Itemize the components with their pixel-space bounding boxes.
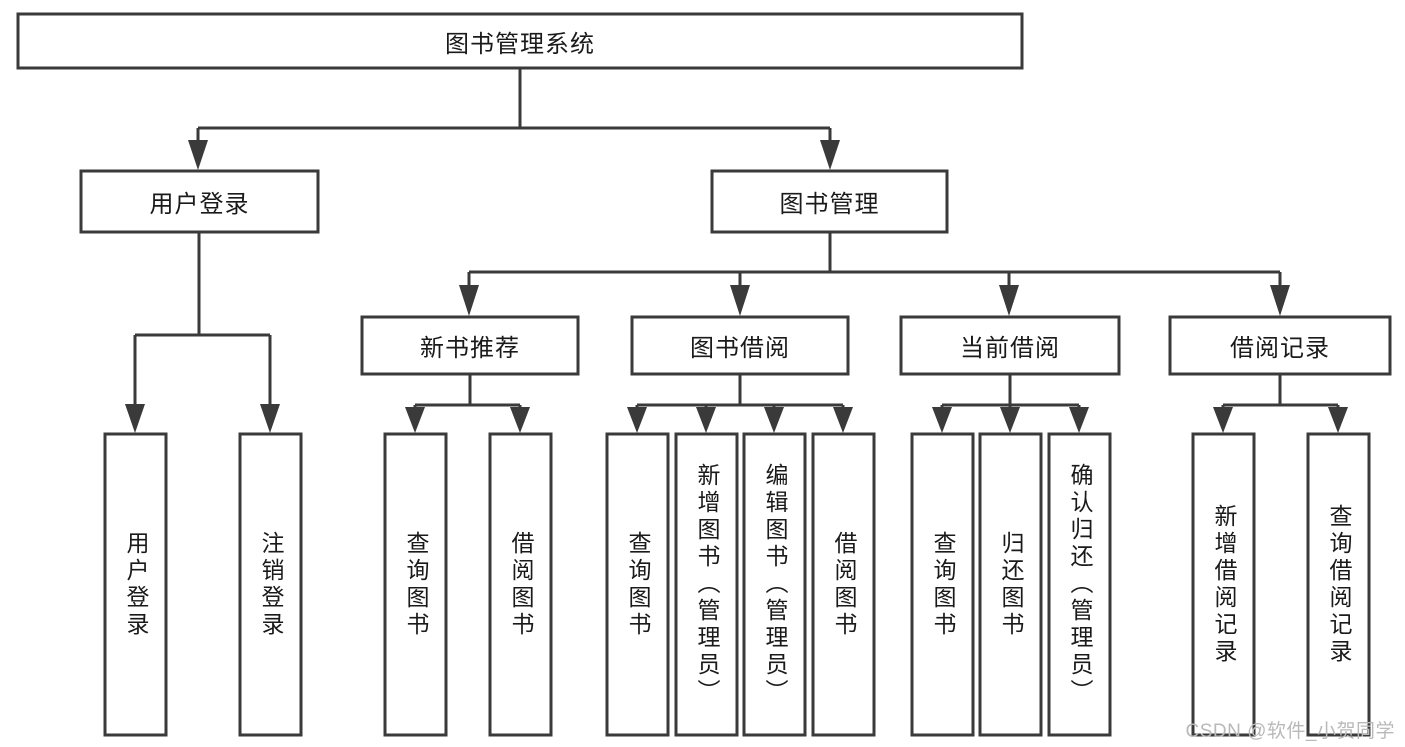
- leaf-box-book-borrow-1[interactable]: [674, 432, 739, 737]
- leaf-box-borrow-records-0[interactable]: [1191, 432, 1256, 737]
- leaf-box-current-borrow-2[interactable]: [1047, 432, 1112, 737]
- node-root-book-management-system[interactable]: [16, 12, 1024, 70]
- connector-newbook-to-leaves: [405, 374, 530, 433]
- leaf-box-new-book-1[interactable]: [488, 432, 553, 737]
- node-user-login[interactable]: [79, 169, 320, 234]
- node-new-book-recommend[interactable]: [360, 315, 580, 376]
- node-current-borrow[interactable]: [899, 315, 1121, 376]
- arrow-head-icon: [696, 407, 716, 433]
- arrow-head-icon: [1069, 407, 1089, 433]
- connector-bookmgmt-to-level3: [459, 232, 1290, 316]
- leaf-box-current-borrow-0[interactable]: [910, 432, 975, 737]
- node-book-management[interactable]: [710, 169, 949, 234]
- leaf-box-borrow-records-1[interactable]: [1306, 432, 1371, 737]
- arrow-head-icon: [1000, 407, 1020, 433]
- arrow-head-icon: [260, 404, 280, 433]
- arrow-head-icon: [820, 140, 840, 170]
- arrow-head-icon: [833, 407, 853, 433]
- connector-userlogin-to-leaves: [125, 232, 280, 433]
- connector-borrowrecords-to-leaves: [1213, 374, 1348, 433]
- arrow-head-icon: [730, 285, 750, 316]
- leaf-box-current-borrow-1[interactable]: [978, 432, 1043, 737]
- connector-currentborrow-to-leaves: [932, 374, 1089, 433]
- arrow-head-icon: [1270, 285, 1290, 316]
- connector-bookborrow-to-leaves: [627, 374, 853, 433]
- leaf-box-user-login-1[interactable]: [238, 432, 303, 737]
- leaf-box-user-login-0[interactable]: [103, 432, 168, 737]
- connector-root-to-level2: [188, 68, 840, 170]
- node-borrow-records[interactable]: [1168, 315, 1392, 376]
- leaf-box-book-borrow-2[interactable]: [742, 432, 807, 737]
- arrow-head-icon: [764, 407, 784, 433]
- arrow-head-icon: [510, 407, 530, 433]
- arrow-head-icon: [627, 407, 647, 433]
- leaf-box-book-borrow-3[interactable]: [811, 432, 876, 737]
- arrow-head-icon: [1213, 407, 1233, 433]
- leaf-box-book-borrow-0[interactable]: [605, 432, 670, 737]
- arrow-head-icon: [188, 140, 208, 170]
- node-book-borrow[interactable]: [630, 315, 850, 376]
- leaf-box-new-book-0[interactable]: [383, 432, 448, 737]
- watermark: CSDN @软件_小贺同学: [1185, 721, 1395, 742]
- arrow-head-icon: [999, 285, 1019, 316]
- arrow-head-icon: [932, 407, 952, 433]
- arrow-head-icon: [405, 407, 425, 433]
- arrow-head-icon: [459, 285, 479, 316]
- arrow-head-icon: [125, 404, 145, 433]
- arrow-head-icon: [1328, 407, 1348, 433]
